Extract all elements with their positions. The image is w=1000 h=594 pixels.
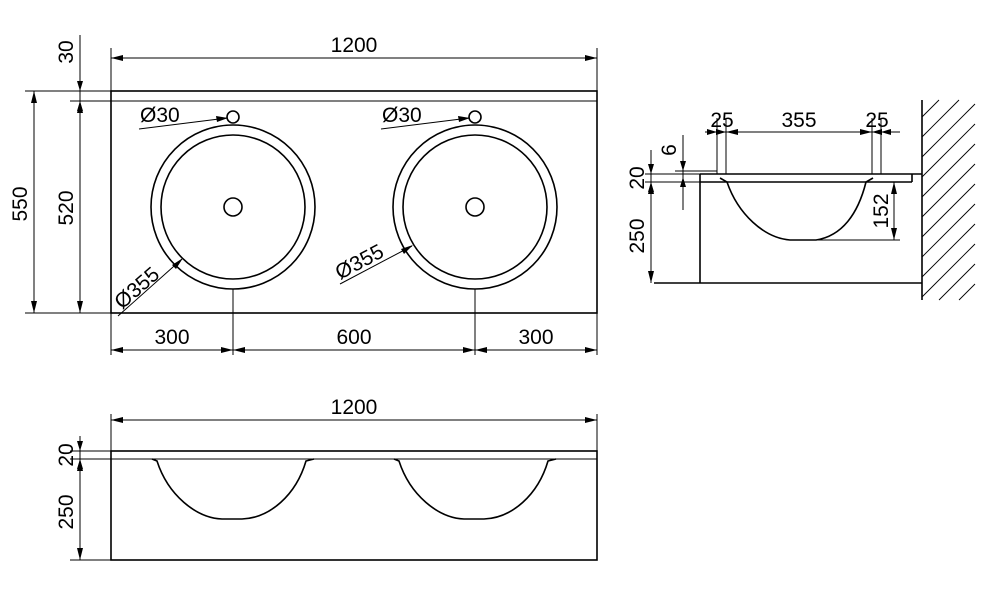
front-bowl-right — [393, 458, 557, 520]
drain-right — [465, 197, 485, 217]
dim-label: 250 — [55, 494, 78, 529]
dim-label: 300 — [154, 326, 189, 349]
dim-label: 250 — [626, 218, 649, 253]
dim-total-depth: 550 — [9, 91, 37, 313]
dim-label: 1200 — [331, 34, 378, 57]
dim-label: 355 — [781, 109, 816, 132]
dim-cabinet-height-side: 250 — [626, 182, 654, 283]
dim-label: 152 — [870, 193, 893, 228]
dim-label: 600 — [336, 326, 371, 349]
side-bowl — [719, 177, 874, 241]
dim-bowl-depth-side: 152 — [870, 182, 897, 240]
dim-label: 520 — [55, 190, 78, 225]
leader-bowl-right: Ø355 — [332, 240, 413, 285]
dim-label: 20 — [626, 166, 649, 189]
leader-bowl-left: Ø355 — [110, 258, 183, 317]
tap-hole-left — [226, 110, 240, 124]
dim-rim-right-side: 25 — [865, 109, 900, 135]
drain-left — [223, 197, 243, 217]
front-outline — [110, 450, 598, 561]
dim-label: Ø355 — [110, 263, 164, 314]
side-view: 25 355 25 6 20 — [626, 99, 976, 301]
basin-right-inner — [402, 134, 548, 280]
dim-label: 1200 — [331, 396, 378, 419]
front-view: 1200 20 250 — [55, 396, 598, 561]
dim-label: Ø30 — [140, 104, 180, 127]
dim-label: 20 — [55, 443, 78, 466]
dim-label: Ø30 — [382, 104, 422, 127]
dim-label: 550 — [9, 186, 32, 221]
dim-center-spacing: 600 — [233, 326, 475, 353]
leader-tap-left: Ø30 — [138, 104, 228, 130]
dim-overall-width-front: 1200 — [111, 396, 597, 423]
dim-overall-width-top: 1200 — [111, 34, 597, 61]
dim-lip-side: 6 — [658, 135, 686, 210]
dim-back-strip: 30 — [55, 35, 83, 111]
tap-hole-right — [468, 110, 482, 124]
leader-tap-right: Ø30 — [380, 104, 470, 130]
front-bowl-left — [151, 458, 315, 520]
top-view: 1200 30 550 520 — [9, 34, 598, 355]
dim-label: 30 — [55, 40, 78, 63]
dim-label: Ø355 — [332, 240, 388, 284]
dim-label: 6 — [658, 144, 681, 156]
dim-left-offset: 300 — [111, 326, 233, 353]
countertop-outline — [110, 90, 598, 314]
wall-hatching — [921, 99, 976, 301]
basin-left-inner — [160, 134, 306, 280]
dim-top-thickness-side: 20 — [626, 150, 654, 192]
dim-inner-depth: 520 — [55, 101, 83, 313]
dim-label: 300 — [518, 326, 553, 349]
dim-cabinet-height-front: 250 — [55, 459, 83, 560]
dim-right-offset: 300 — [475, 326, 597, 353]
dim-label: 25 — [710, 109, 733, 132]
dim-bowl-width-side: 355 — [726, 109, 872, 135]
dim-label: 25 — [865, 109, 888, 132]
dim-rim-left-side: 25 — [705, 109, 734, 135]
basin-right-outer — [392, 124, 558, 290]
